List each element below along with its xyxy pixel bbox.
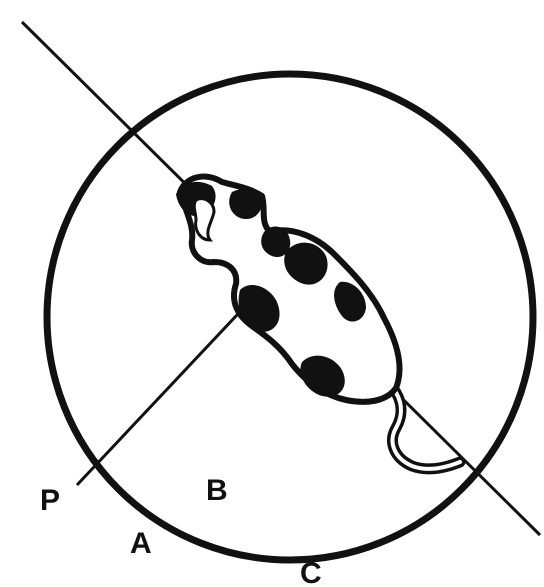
rat-silhouette-icon [176, 177, 460, 469]
label-b: B [206, 474, 228, 507]
label-p: P [40, 484, 60, 517]
label-a: A [130, 527, 152, 560]
rat-tail [393, 388, 460, 469]
label-c: C [300, 557, 322, 587]
